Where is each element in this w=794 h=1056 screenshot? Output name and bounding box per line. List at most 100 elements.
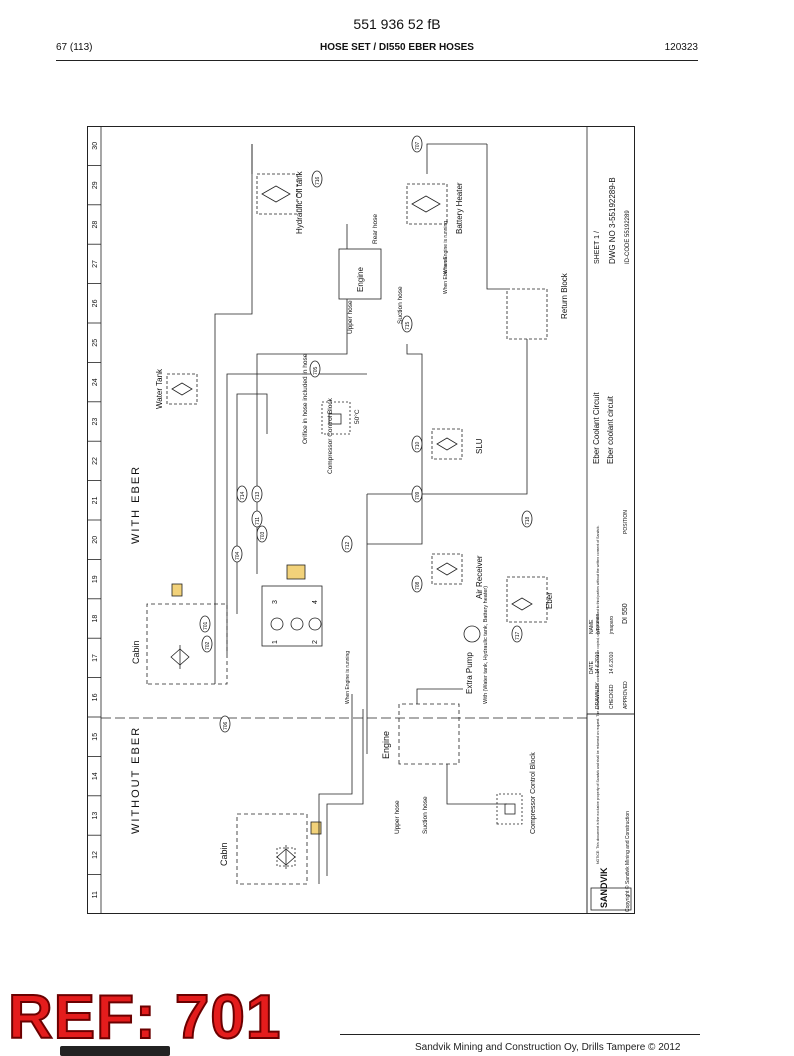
engine-running-label: When Engine is running (443, 221, 449, 274)
document-number: 551 936 52 fB (353, 16, 441, 32)
hose-ref-bubble (411, 135, 423, 153)
grid-column-14: 14 (92, 772, 99, 780)
dwg-number: DWG NO 3-55192289-B (608, 177, 617, 264)
engine-label-with: Engine (356, 267, 365, 292)
svg-text:3: 3 (272, 600, 279, 604)
suction-hose-label-with: Suction hose (397, 286, 404, 324)
sheet-label: SHEET 1 / (594, 231, 601, 264)
hose-ref-bubble (199, 615, 211, 633)
hose-ref-bubble (341, 535, 353, 553)
grid-column-28: 28 (92, 221, 99, 229)
hose-ref-bubble (411, 485, 423, 503)
grid-column-17: 17 (92, 654, 99, 662)
hose-ref-711: 711 (255, 517, 261, 525)
hose-ref-705: 705 (313, 366, 319, 375)
hose-ref-bubble (236, 485, 248, 503)
circuit-title-2: Eber coolant circuit (606, 395, 615, 464)
section-without-label: WITHOUT EBER (130, 726, 142, 834)
hose-ref-707: 707 (415, 141, 421, 150)
date-header: DATE (589, 660, 595, 674)
hose-ref-709: 709 (415, 491, 421, 500)
extra-pump-note: With (Water tank, Hydraulic tank, Batter… (483, 586, 489, 704)
section-with-label: WITH EBER (130, 465, 142, 544)
drawn-by-label: DRAWN BY (595, 682, 601, 709)
grid-column-15: 15 (92, 733, 99, 741)
name-value-1: jypponen (595, 613, 601, 635)
name-header: NAME (589, 619, 595, 634)
title-block: SANDVIK Copyright © Sandvik Mining and C… (586, 177, 635, 914)
grid-column-18: 18 (92, 615, 99, 623)
grid-column-11: 11 (92, 891, 99, 898)
copyright-text: Copyright © Sandvik Mining and Construct… (624, 811, 631, 912)
hose-ref-702: 702 (205, 641, 211, 650)
orifice-label: Orifice in hose included in hose (302, 353, 309, 444)
hose-ref-bubble (231, 545, 243, 563)
grid-column-23: 23 (92, 418, 99, 426)
svg-text:2: 2 (312, 640, 319, 644)
hose-ref-717: 717 (515, 631, 521, 640)
upper-hose-label-with: Upper hose (347, 300, 354, 334)
hose-ref-bubble (511, 625, 523, 643)
hose-ref-718: 718 (525, 516, 531, 525)
footer-logo (60, 1046, 170, 1056)
company-logo: SANDVIK (599, 867, 609, 908)
model-text: DI 550 (622, 603, 629, 624)
grid-column-29: 29 (92, 181, 99, 189)
grid-column-21: 21 (92, 496, 99, 504)
hose-ref-703: 703 (260, 531, 266, 540)
position-label: POSITION (623, 510, 629, 534)
footer-divider (340, 1034, 700, 1035)
compressor-label-without: Compressor Control Block (530, 752, 537, 834)
hose-ref-706: 706 (223, 721, 229, 730)
approved-label: APPROVED (623, 681, 629, 709)
upper-hose-label-without: Upper hose (394, 800, 401, 834)
name-value-2: jmaparo (609, 616, 615, 635)
hose-ref-713: 713 (255, 491, 261, 500)
grid-column-22: 22 (92, 457, 99, 465)
cabin-label-without: Cabin (219, 842, 229, 866)
notice-text: NOTICE: This document is the exclusive p… (596, 525, 600, 864)
hydraulic-schematic: 1112131415161718192021222324252627282930… (87, 126, 635, 914)
compressor-label-with: Compressor Control Block (327, 397, 334, 474)
grid-column-20: 20 (92, 536, 99, 544)
circuit-title-1: Eber Coolant Circuit (592, 392, 601, 464)
header-divider (56, 60, 698, 61)
hose-ref-bubble (521, 510, 533, 528)
battery-heater-label: Battery Heater (455, 182, 464, 234)
extra-pump-label: Extra Pump (465, 652, 474, 694)
hose-ref-bubble (401, 315, 413, 333)
hose-ref-bubble (251, 485, 263, 503)
grid-column-19: 19 (92, 575, 99, 583)
hose-ref-715: 715 (405, 321, 411, 330)
hose-ref-bubble (219, 715, 231, 733)
hose-ref-bubble (309, 360, 321, 378)
hose-ref-708: 708 (415, 581, 421, 590)
page-title: HOSE SET / DI550 EBER HOSES (320, 42, 474, 53)
svg-text:4: 4 (312, 600, 319, 604)
footer-text: Sandvik Mining and Construction Oy, Dril… (415, 1042, 681, 1053)
engine-label-without: Engine (381, 731, 391, 759)
hydraulic-tank-label: Hydraulic Oil tank (295, 170, 304, 234)
grid-column-26: 26 (92, 299, 99, 307)
hose-ref-bubble (201, 635, 213, 653)
suction-hose-label-without: Suction hose (422, 796, 429, 834)
grid-column-24: 24 (92, 378, 99, 386)
grid-column-13: 13 (92, 812, 99, 820)
engine-running-label-2: When Engine is running (345, 651, 351, 704)
hose-ref-704: 704 (235, 551, 241, 560)
temp-label: 50°C (353, 409, 361, 424)
hose-ref-bubble (411, 435, 423, 453)
grid-column-27: 27 (92, 260, 99, 268)
date-value-2: 14.6.2010 (609, 652, 615, 674)
eber-on-label: When Eber is on (443, 257, 449, 294)
slu-label: SLU (475, 438, 484, 454)
page-code: 120323 (664, 42, 698, 53)
hose-ref-bubble (256, 525, 268, 543)
hose-ref-bubble (411, 575, 423, 593)
cabin-label-with: Cabin (131, 640, 141, 664)
hose-ref-714: 714 (240, 491, 246, 500)
grid-column-12: 12 (92, 851, 99, 859)
ref-stamp: REF: 701 (7, 982, 282, 1053)
hose-ref-bubble (311, 170, 323, 188)
hose-ref-710: 710 (415, 441, 421, 450)
